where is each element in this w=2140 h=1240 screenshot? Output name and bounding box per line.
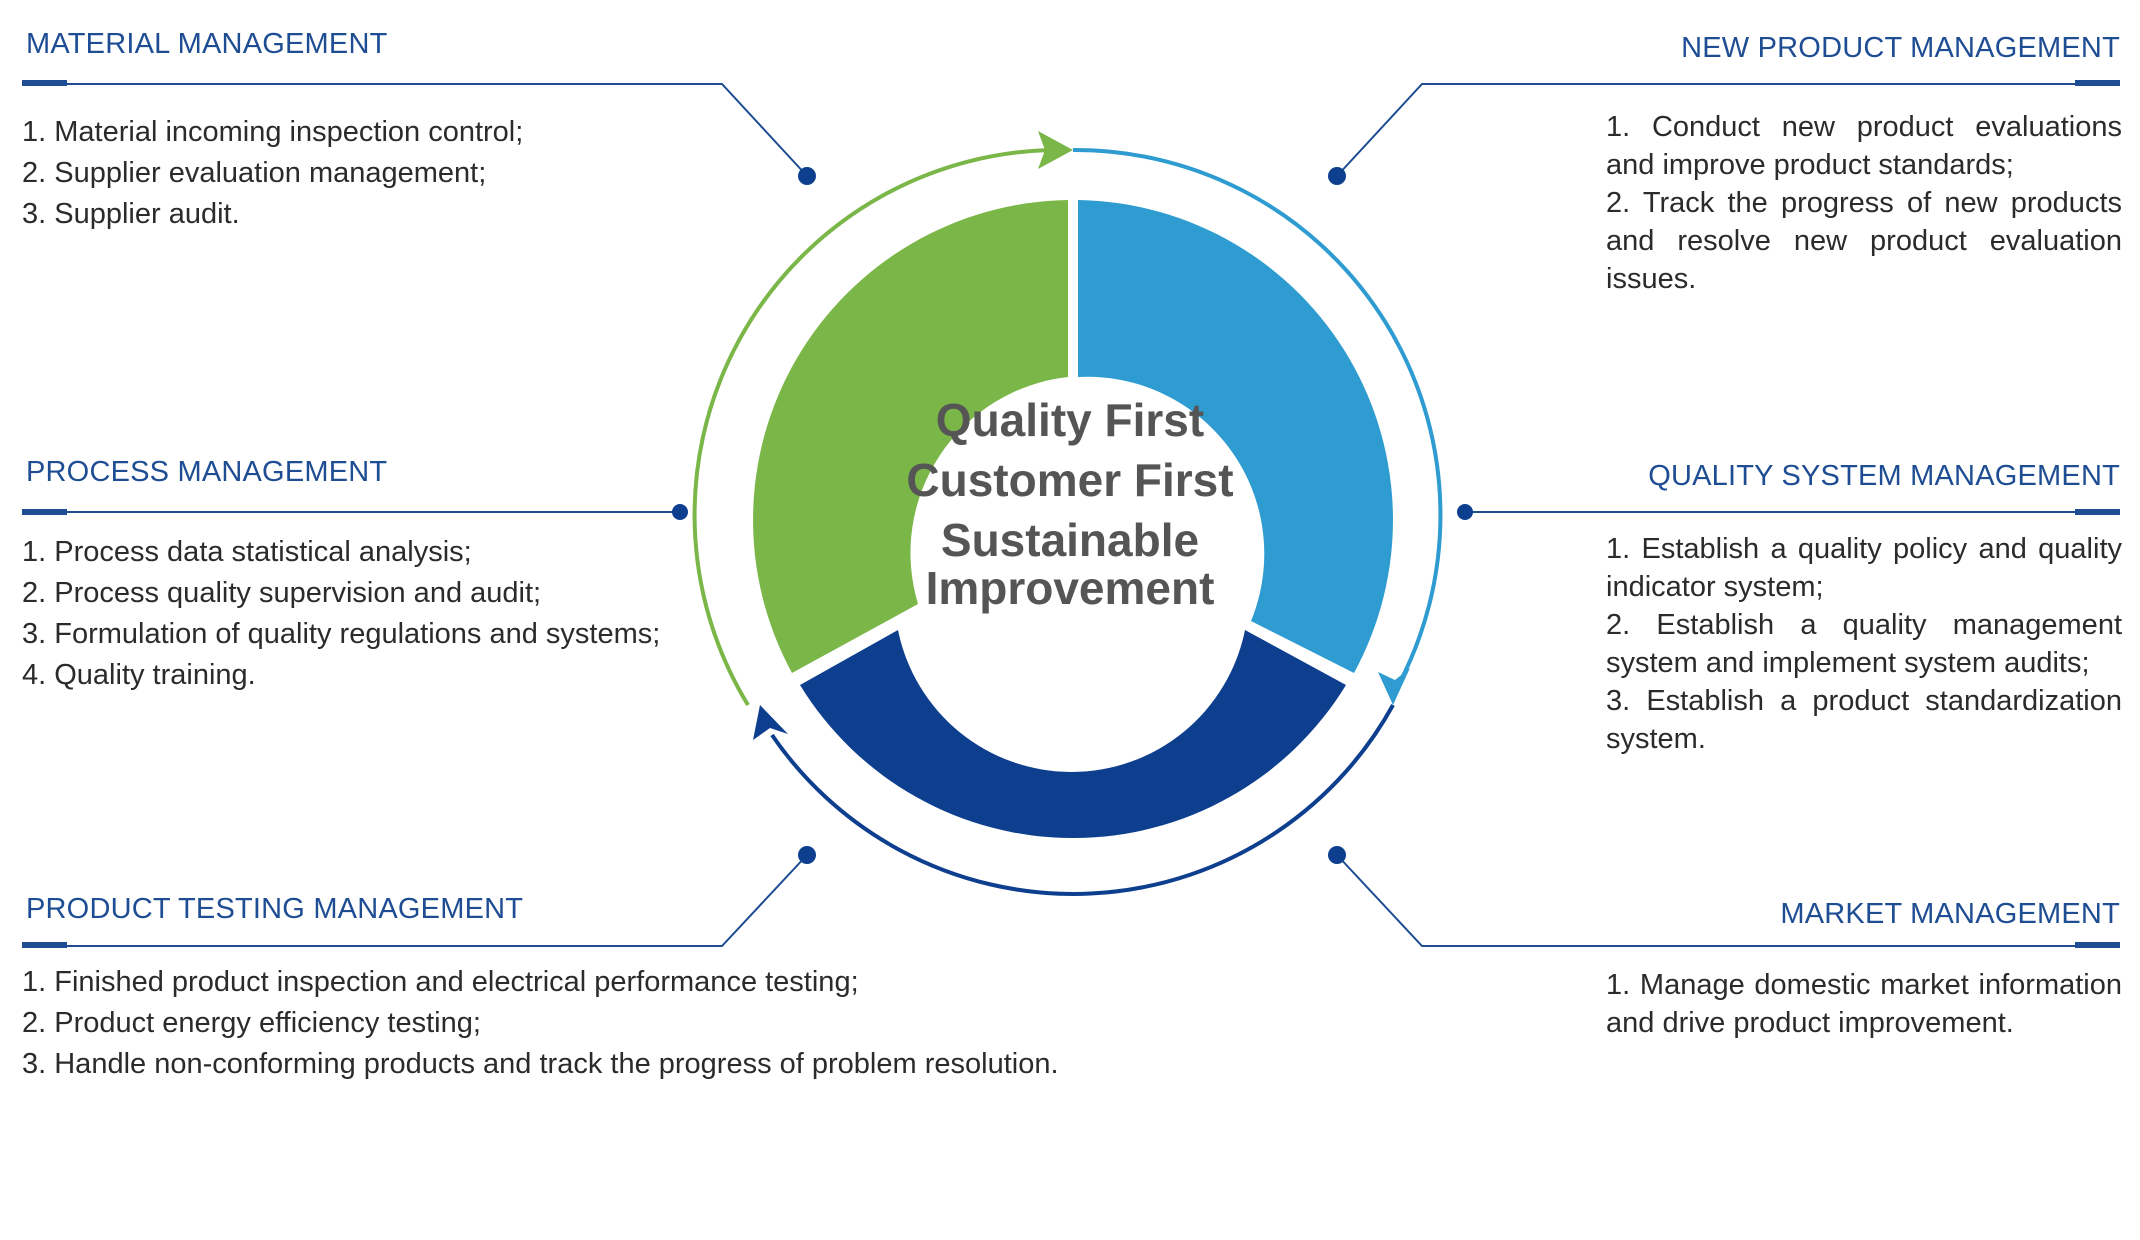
list-item: 1. Conduct new product evaluations and i… [1606, 111, 2122, 181]
arrow-arc-light-blue [1072, 147, 1443, 683]
connector-process [22, 504, 688, 520]
material-management-title: MATERIAL MANAGEMENT [26, 28, 388, 60]
list-item: 2. Track the progress of new products an… [1606, 187, 2122, 295]
new-product-management-title: NEW PRODUCT MANAGEMENT [1681, 32, 2120, 64]
list-item: 2. Product energy efficiency testing; [22, 1007, 481, 1039]
list-item: 1. Finished product inspection and elect… [22, 966, 859, 998]
connector-new-product [1328, 80, 2120, 185]
list-item: 2. Establish a quality management system… [1606, 609, 2122, 679]
arrow-head-dark-blue [753, 705, 788, 740]
motto-line-3: Sustainable [940, 514, 1200, 566]
product-testing-management-list: 1. Finished product inspection and elect… [22, 962, 1222, 1085]
arrow-arc-dark-blue [770, 704, 1395, 896]
arrow-arc-green [692, 148, 1051, 707]
process-management-list: 1. Process data statistical analysis; 2.… [22, 532, 742, 696]
list-item: 3. Establish a product standardization s… [1606, 685, 2122, 755]
center-motto: Quality First Customer First Sustainable… [850, 390, 1290, 618]
market-management-title: MARKET MANAGEMENT [1780, 898, 2120, 930]
list-item: 2. Supplier evaluation management; [22, 157, 487, 189]
segment-green [753, 200, 1068, 673]
list-item: 3. Supplier audit. [22, 198, 240, 230]
list-item: 3. Handle non-conforming products and tr… [22, 1048, 1059, 1080]
list-item: 1. Process data statistical analysis; [22, 536, 472, 568]
material-management-list: 1. Material incoming inspection control;… [22, 112, 722, 235]
list-item: 1. Manage domestic market information an… [1606, 969, 2122, 1039]
list-item: 1. Establish a quality policy and qualit… [1606, 533, 2122, 603]
process-management-title: PROCESS MANAGEMENT [26, 456, 388, 488]
quality-system-management-title: QUALITY SYSTEM MANAGEMENT [1648, 460, 2120, 492]
market-management-list: 1. Manage domestic market information an… [1606, 966, 2122, 1042]
list-item: 2. Process quality supervision and audit… [22, 577, 542, 609]
arrow-head-green [1038, 131, 1073, 169]
motto-line-1: Quality First [935, 394, 1205, 446]
motto-line-4: Improvement [925, 562, 1215, 614]
new-product-management-list: 1. Conduct new product evaluations and i… [1606, 108, 2122, 298]
list-item: 4. Quality training. [22, 659, 256, 691]
connector-material [22, 80, 816, 185]
connector-product-testing [22, 846, 816, 948]
quality-system-management-list: 1. Establish a quality policy and qualit… [1606, 530, 2122, 758]
product-testing-management-title: PRODUCT TESTING MANAGEMENT [26, 893, 524, 925]
motto-line-2: Customer First [906, 454, 1234, 506]
connector-quality-system [1457, 504, 2120, 520]
list-item: 3. Formulation of quality regulations an… [22, 618, 661, 650]
segment-dark-blue [800, 630, 1346, 839]
list-item: 1. Material incoming inspection control; [22, 116, 524, 148]
arrow-head-light-blue [1378, 668, 1410, 705]
segment-light-blue [1078, 200, 1393, 673]
connector-market [1328, 846, 2120, 948]
